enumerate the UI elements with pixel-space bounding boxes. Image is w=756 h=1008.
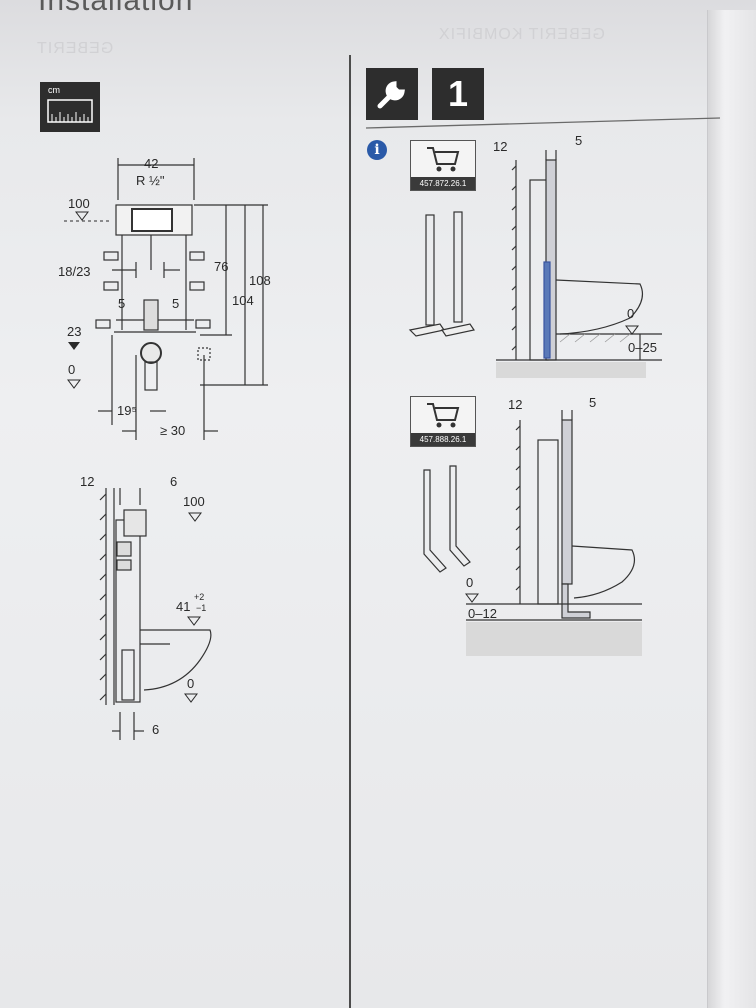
side-dim-floor-level: 0 — [187, 676, 195, 691]
units-label: cm — [48, 85, 60, 95]
side-dim-gap-bottom: 6 — [152, 722, 160, 737]
side-dim-100: 100 — [183, 494, 205, 509]
units-badge: cm — [40, 82, 100, 132]
side-dim-41: 41 — [176, 599, 191, 614]
dim-spacing-right: 5 — [172, 296, 180, 311]
variant-a-gap: 5 — [575, 133, 583, 148]
info-icon[interactable]: i — [367, 140, 387, 160]
variant-a-wall: 12 — [493, 139, 508, 154]
variant-a-level: 0 — [627, 306, 635, 321]
shopping-cart-icon — [427, 403, 460, 428]
dim-floor-level: 0 — [68, 362, 76, 377]
dim-108: 108 — [249, 273, 271, 288]
dim-offset: 18/23 — [58, 264, 91, 279]
variant-b-level: 0 — [466, 575, 474, 590]
variant-b-gap: 5 — [589, 395, 597, 410]
dim-19-5: 19⁵ — [117, 403, 137, 418]
dim-spacing-left: 5 — [118, 296, 126, 311]
dim-76: 76 — [214, 259, 229, 274]
side-view-drawing — [99, 488, 212, 740]
variant-b-wall: 12 — [508, 397, 523, 412]
ruler-icon — [47, 99, 93, 123]
section-title: Installation — [38, 0, 194, 17]
dim-104: 104 — [232, 293, 254, 308]
side-dim-tol-plus: +2 — [194, 592, 205, 602]
variant-a-range: 0–25 — [628, 340, 657, 355]
part-card-a: 457.872.26.1 — [410, 140, 476, 191]
dim-pipe: R ½" — [136, 173, 165, 188]
wrench-icon — [377, 81, 405, 109]
side-dim-wall: 12 — [80, 474, 95, 489]
column-divider — [349, 55, 351, 1008]
part-code-a: 457.872.26.1 — [411, 177, 475, 190]
side-dim-gap-top: 6 — [170, 474, 178, 489]
part-code-b: 457.888.26.1 — [411, 433, 475, 446]
dim-23: 23 — [67, 324, 82, 339]
dim-min-30: ≥ 30 — [160, 423, 186, 438]
dim-width: 42 — [144, 156, 159, 171]
part-card-b: 457.888.26.1 — [410, 396, 476, 447]
side-dim-tol-minus: −1 — [196, 603, 207, 613]
front-view-drawing — [64, 158, 268, 440]
variant-b-range: 0–12 — [468, 606, 497, 621]
step-badge: 1 — [432, 68, 484, 120]
dim-height-top: 100 — [68, 196, 90, 211]
shopping-cart-icon — [427, 147, 460, 172]
step-number: 1 — [447, 73, 469, 114]
next-page-edge — [707, 10, 756, 1008]
tool-badge — [366, 68, 418, 120]
